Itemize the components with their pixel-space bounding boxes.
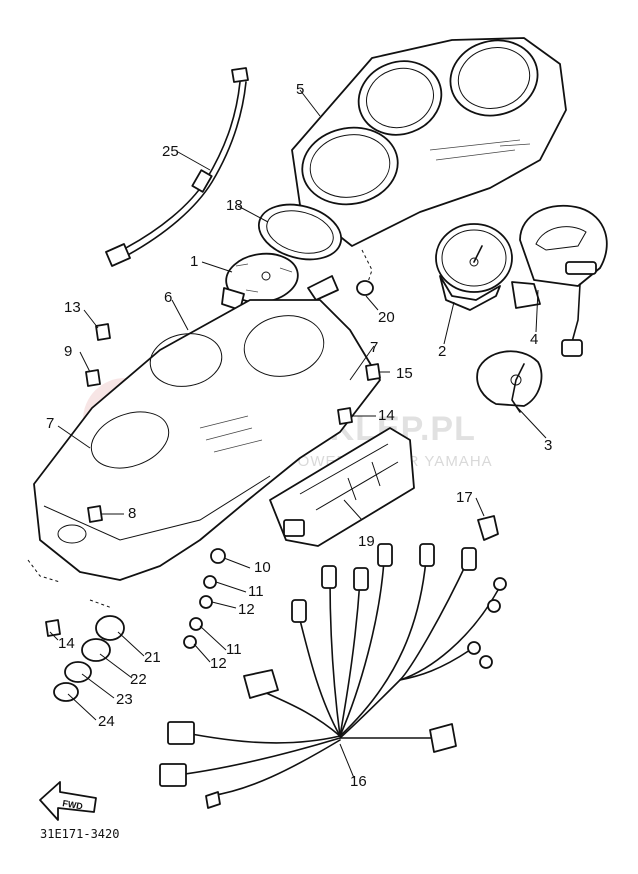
callout-4: 4: [530, 331, 538, 348]
bulb: [477, 515, 499, 541]
callout-16: 16: [350, 773, 367, 790]
callout-24: 24: [98, 713, 115, 730]
callout-10: 10: [254, 559, 271, 576]
callout-20: 20: [378, 309, 395, 326]
grommet: [356, 280, 374, 296]
callout-1: 1: [190, 253, 198, 270]
callout-22: 22: [130, 671, 147, 688]
callout-17: 17: [456, 489, 473, 506]
callout-18: 18: [226, 197, 243, 214]
callout-7-upper: 7: [370, 339, 378, 356]
leader-lines: [27, 89, 547, 779]
callout-11-upper: 11: [248, 583, 264, 600]
callout-9: 9: [64, 343, 72, 360]
callout-8: 8: [128, 505, 136, 522]
callout-3: 3: [544, 437, 552, 454]
callout-14-lower: 14: [58, 635, 75, 652]
callout-6: 6: [164, 289, 172, 306]
speedometer-cable: [105, 67, 249, 267]
indicator-panel: [269, 427, 415, 547]
fwd-arrow: FWD: [39, 781, 97, 821]
hardware: [45, 323, 381, 702]
callout-15: 15: [396, 365, 413, 382]
temp-gauge-unit: [476, 350, 543, 413]
callout-2: 2: [438, 343, 446, 360]
fuel-gauge-unit: [511, 204, 608, 357]
callout-21: 21: [144, 649, 161, 666]
wire-harness: [159, 543, 507, 809]
tachometer-unit: [435, 223, 513, 311]
bezel-ring: [257, 203, 343, 261]
meter-case: [33, 299, 381, 581]
callout-25: 25: [162, 143, 179, 160]
callout-23: 23: [116, 691, 133, 708]
meter-cover: [291, 37, 567, 247]
callout-11-lower: 11: [226, 641, 242, 658]
callouts: 5 25 18 1 20 2 4 3 6 13 9 7 7 15 14 8 10…: [46, 81, 552, 790]
callout-5: 5: [296, 81, 304, 98]
callout-12-upper: 12: [238, 601, 255, 618]
drawing-code: 31E171-3420: [40, 827, 119, 841]
callout-14-upper: 14: [378, 407, 395, 424]
speedometer-unit: [221, 252, 339, 311]
callout-13: 13: [64, 299, 81, 316]
callout-7-lower: 7: [46, 415, 54, 432]
callout-12-lower: 12: [210, 655, 227, 672]
callout-19: 19: [358, 533, 375, 550]
fwd-label: FWD: [62, 798, 84, 811]
